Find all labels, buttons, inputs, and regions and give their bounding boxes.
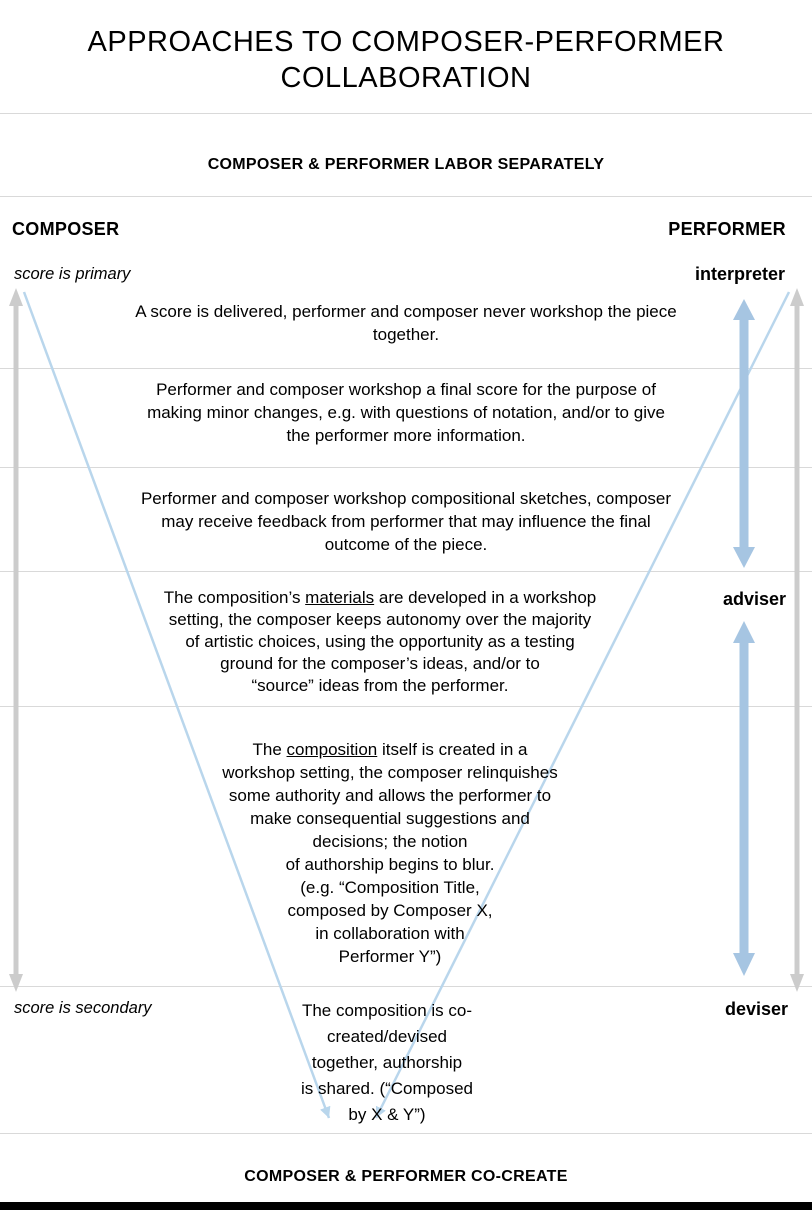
- level-4-description: The composition’s materials are develope…: [115, 587, 645, 697]
- bottom-banner: COMPOSER & PERFORMER CO-CREATE: [244, 1168, 568, 1185]
- role-interpreter-label: interpreter: [694, 264, 785, 284]
- left-scale-arrow: [9, 288, 23, 992]
- page-title: APPROACHES TO COMPOSER-PERFORMER COLLABO…: [87, 26, 725, 94]
- divider: [0, 368, 812, 369]
- right-scale-arrow: [790, 288, 804, 992]
- level-5-text-prefix: The: [252, 740, 287, 759]
- score-primary-label: score is primary: [14, 265, 131, 283]
- level-1-description: A score is delivered, performer and comp…: [135, 302, 677, 344]
- level-2-description: Performer and composer workshop a final …: [147, 380, 665, 445]
- level-4-underlined-term: materials: [305, 588, 375, 607]
- divider: [0, 571, 812, 572]
- divider: [0, 467, 812, 468]
- top-banner: COMPOSER & PERFORMER LABOR SEPARATELY: [207, 156, 605, 173]
- performer-heading: PERFORMER: [668, 219, 786, 239]
- score-secondary-label: score is secondary: [14, 999, 152, 1017]
- role-deviser-label: deviser: [724, 999, 788, 1019]
- divider: [0, 1133, 812, 1134]
- level-5-text-suffix: itself is created in a workshop setting,…: [222, 740, 558, 966]
- role-adviser-label: adviser: [722, 589, 786, 609]
- adviser-deviser-arrow: [733, 621, 755, 976]
- level-5-underlined-term: composition: [286, 740, 378, 759]
- composer-heading: COMPOSER: [12, 219, 120, 239]
- divider: [0, 706, 812, 707]
- bottom-edge-bar: [0, 1202, 812, 1210]
- level-4-text-prefix: The composition’s: [163, 588, 306, 607]
- level-3-description: Performer and composer workshop composit…: [140, 489, 672, 554]
- divider: [0, 986, 812, 987]
- level-5-description: The composition itself is created in a w…: [185, 738, 595, 968]
- level-6-description: The composition is co- created/devised t…: [301, 1001, 473, 1124]
- divider: [0, 196, 812, 197]
- divider: [0, 113, 812, 114]
